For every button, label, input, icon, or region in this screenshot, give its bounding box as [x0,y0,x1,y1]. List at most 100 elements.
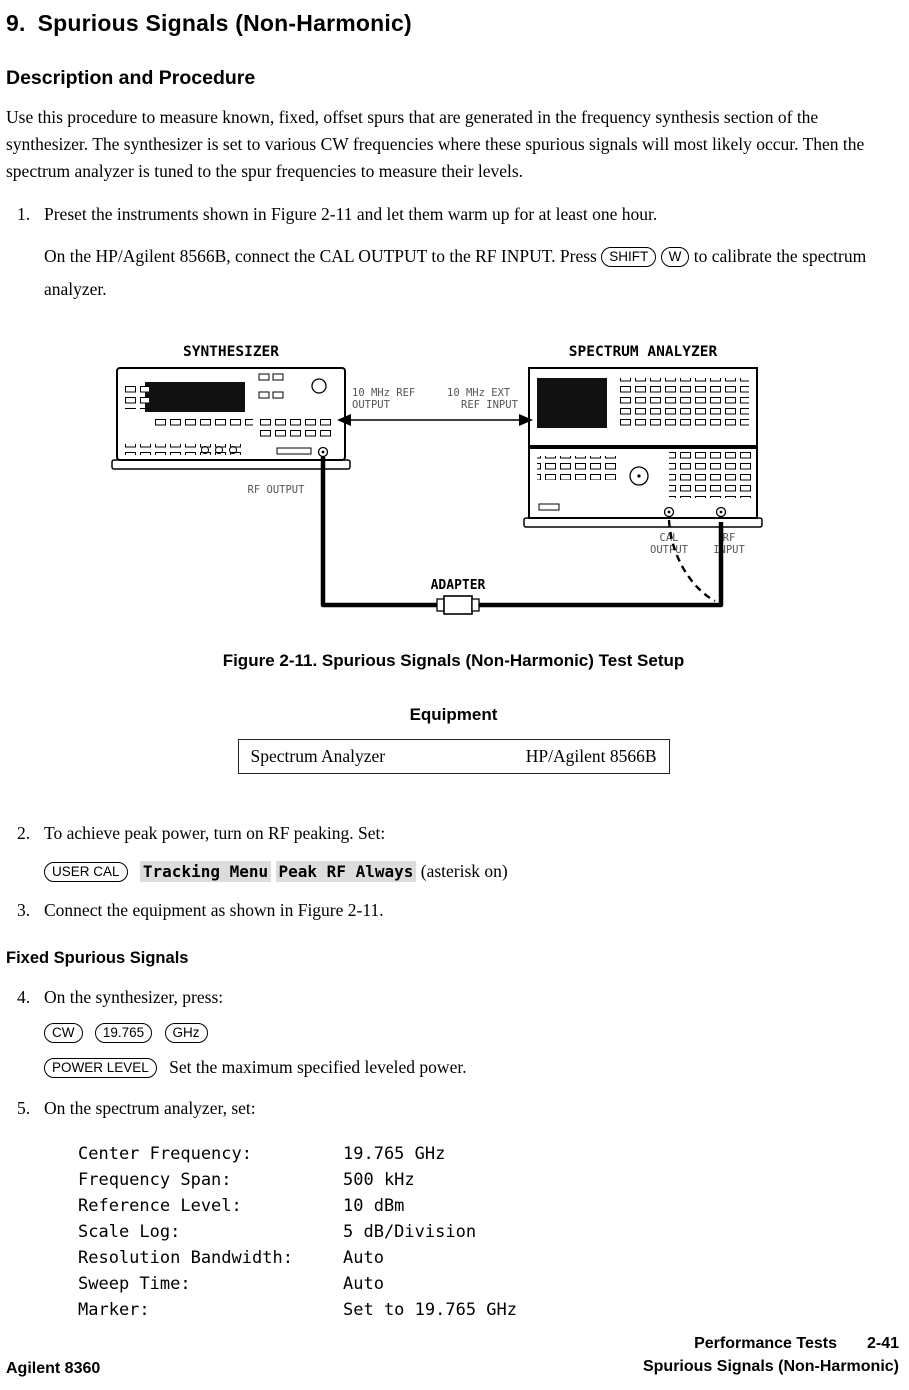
page-title: 9. Spurious Signals (Non-Harmonic) [6,10,901,37]
keycap-w: W [660,246,690,267]
figure-2-11: SYNTHESIZER RF OUT [109,340,799,671]
ext-ref-label-line2: REF INPUT [461,399,519,411]
step-4-text: On the synthesizer, press: [44,986,224,1007]
synthesizer-bottom-keys [124,444,245,456]
keycap-19-765: 19.765 [94,1023,153,1044]
synthesizer-label: SYNTHESIZER [182,344,278,360]
adapter-symbol [435,595,480,615]
setting-value: 500 kHz [343,1169,415,1190]
analyzer-screen [536,378,607,429]
setting-row-marker: Marker: Set to 19.765 GHz [78,1297,901,1323]
analyzer-body [522,367,763,528]
step-5-text: On the spectrum analyzer, set: [44,1097,256,1118]
adapter-label: ADAPTER [430,578,485,593]
keycap-cw: CW [44,1023,83,1044]
step-4-detail-text: Set the maximum specified leveled power. [169,1057,467,1078]
rf-input-connector [715,506,726,518]
setting-label: Reference Level: [78,1195,242,1216]
step-4-keys-1: CW 19.765 GHz [6,1016,901,1049]
chapter-number: 9. [6,10,26,36]
footer-product: Agilent 8360 [6,1360,101,1377]
step-2-text: To achieve peak power, turn on RF peakin… [44,823,386,844]
test-setup-diagram: SYNTHESIZER RF OUT [110,344,763,615]
setting-value: 5 dB/Division [343,1221,477,1242]
step-3-number: 3. [17,899,31,920]
synthesizer-knob [310,378,327,394]
setting-value: Auto [343,1273,384,1294]
keycap-power-level: POWER LEVEL [44,1058,157,1079]
footer-test-name: Spurious Signals (Non-Harmonic) [642,1357,899,1375]
step-4-number: 4. [17,986,31,1007]
synthesizer-softkey-row [152,416,253,428]
rf-input-label-line1: RF [722,532,735,544]
step-5-number: 5. [17,1097,31,1118]
analyzer-upper-keys [616,378,749,431]
equipment-item: Spectrum Analyzer [250,746,386,767]
analyzer-settings-list: Center Frequency:19.765 GHz Frequency Sp… [78,1141,901,1323]
setting-label: Scale Log: [78,1221,181,1242]
step-2: 2. To achieve peak power, turn on RF pea… [6,820,901,846]
setting-row-center-frequency: Center Frequency:19.765 GHz [78,1141,901,1167]
footer-page-number: 2-41 [866,1334,899,1352]
page-footer: Agilent 8360 Performance Tests 2-41 Spuri… [6,1332,899,1378]
footer-section-title: Performance Tests [694,1334,837,1352]
synthesizer-display [144,382,245,413]
footer-section-line: Performance Tests 2-41 [643,1332,899,1355]
cal-output-dashed-cable [667,520,716,603]
step-1-detail-text-end: to calibrate the spectrum analyzer. [44,245,867,299]
ref-output-label-line2: OUTPUT [352,399,391,411]
chapter-title: Spurious Signals (Non-Harmonic) [37,10,412,36]
setting-value: 19.765 GHz [343,1143,446,1164]
step-1: 1. Preset the instruments shown in Figur… [6,201,901,227]
intro-paragraph: Use this procedure to measure known, fix… [6,107,865,182]
step-1-text: Preset the instruments shown in Figure 2… [44,204,658,225]
step-1-number: 1. [17,204,31,225]
setting-label: Resolution Bandwidth: [78,1247,293,1268]
softkey-peak-rf-always: Peak RF Always [275,861,417,883]
equipment-heading: Equipment [409,705,498,725]
step-1-detail: On the HP/Agilent 8566B, connect the CAL… [6,240,886,307]
setting-row-resolution-bandwidth: Resolution Bandwidth: Auto [78,1245,901,1271]
synthesizer-body [110,367,351,470]
step-3: 3. Connect the equipment as shown in Fig… [6,897,901,923]
analyzer-label: SPECTRUM ANALYZER [568,344,717,360]
ext-ref-label-line1: 10 MHz EXT [447,387,511,399]
ref-connection-arrow [336,414,533,427]
analyzer-knob [628,466,649,486]
rf-cable-right [476,522,723,608]
cal-output-label-line1: CAL [659,532,678,544]
rf-output-label: RF OUTPUT [247,484,305,496]
step-1-detail-text: On the HP/Agilent 8566B, connect the CAL… [44,245,597,266]
setting-label: Sweep Time: [78,1273,191,1294]
equipment-table: Spectrum Analyzer HP/Agilent 8566B [237,739,670,775]
analyzer-lower-right-keys [668,452,751,499]
step-5: 5. On the spectrum analyzer, set: [6,1095,901,1121]
setting-value: Auto [343,1247,384,1268]
fixed-spurious-heading: Fixed Spurious Signals [6,948,189,967]
step-2-number: 2. [17,823,31,844]
rf-output-connector [317,446,328,458]
setting-label: Marker: [78,1299,150,1320]
keycap-shift: SHIFT [601,246,657,267]
synthesizer-left-keys [122,384,149,410]
equipment-model: HP/Agilent 8566B [525,746,657,767]
step-3-text: Connect the equipment as shown in Figure… [44,899,384,920]
footer-right: Performance Tests 2-41 Spurious Signals (… [643,1332,899,1378]
analyzer-lower-left-keys [536,456,617,481]
rf-cable-left [320,457,439,608]
ref-output-label-line1: 10 MHz REF [352,387,415,399]
step-4-keys-2: POWER LEVEL Set the maximum specified le… [6,1051,901,1084]
setting-value: Set to 19.765 GHz [343,1299,517,1320]
rf-input-label-line2: INPUT [713,544,745,556]
keycap-ghz: GHz [164,1023,208,1044]
cal-output-label-line2: OUTPUT [650,544,689,556]
section-heading: Description and Procedure [6,67,256,89]
setting-row-reference-level: Reference Level: 10 dBm [78,1193,901,1219]
cal-output-connector [663,506,674,518]
step-4: 4. On the synthesizer, press: [6,984,901,1010]
softkey-tracking-menu: Tracking Menu [139,861,272,883]
setting-value: 10 dBm [343,1195,405,1216]
setting-row-sweep-time: Sweep Time: Auto [78,1271,901,1297]
step-2-keys: USER CAL Tracking Menu Peak RF Always (a… [6,855,901,888]
